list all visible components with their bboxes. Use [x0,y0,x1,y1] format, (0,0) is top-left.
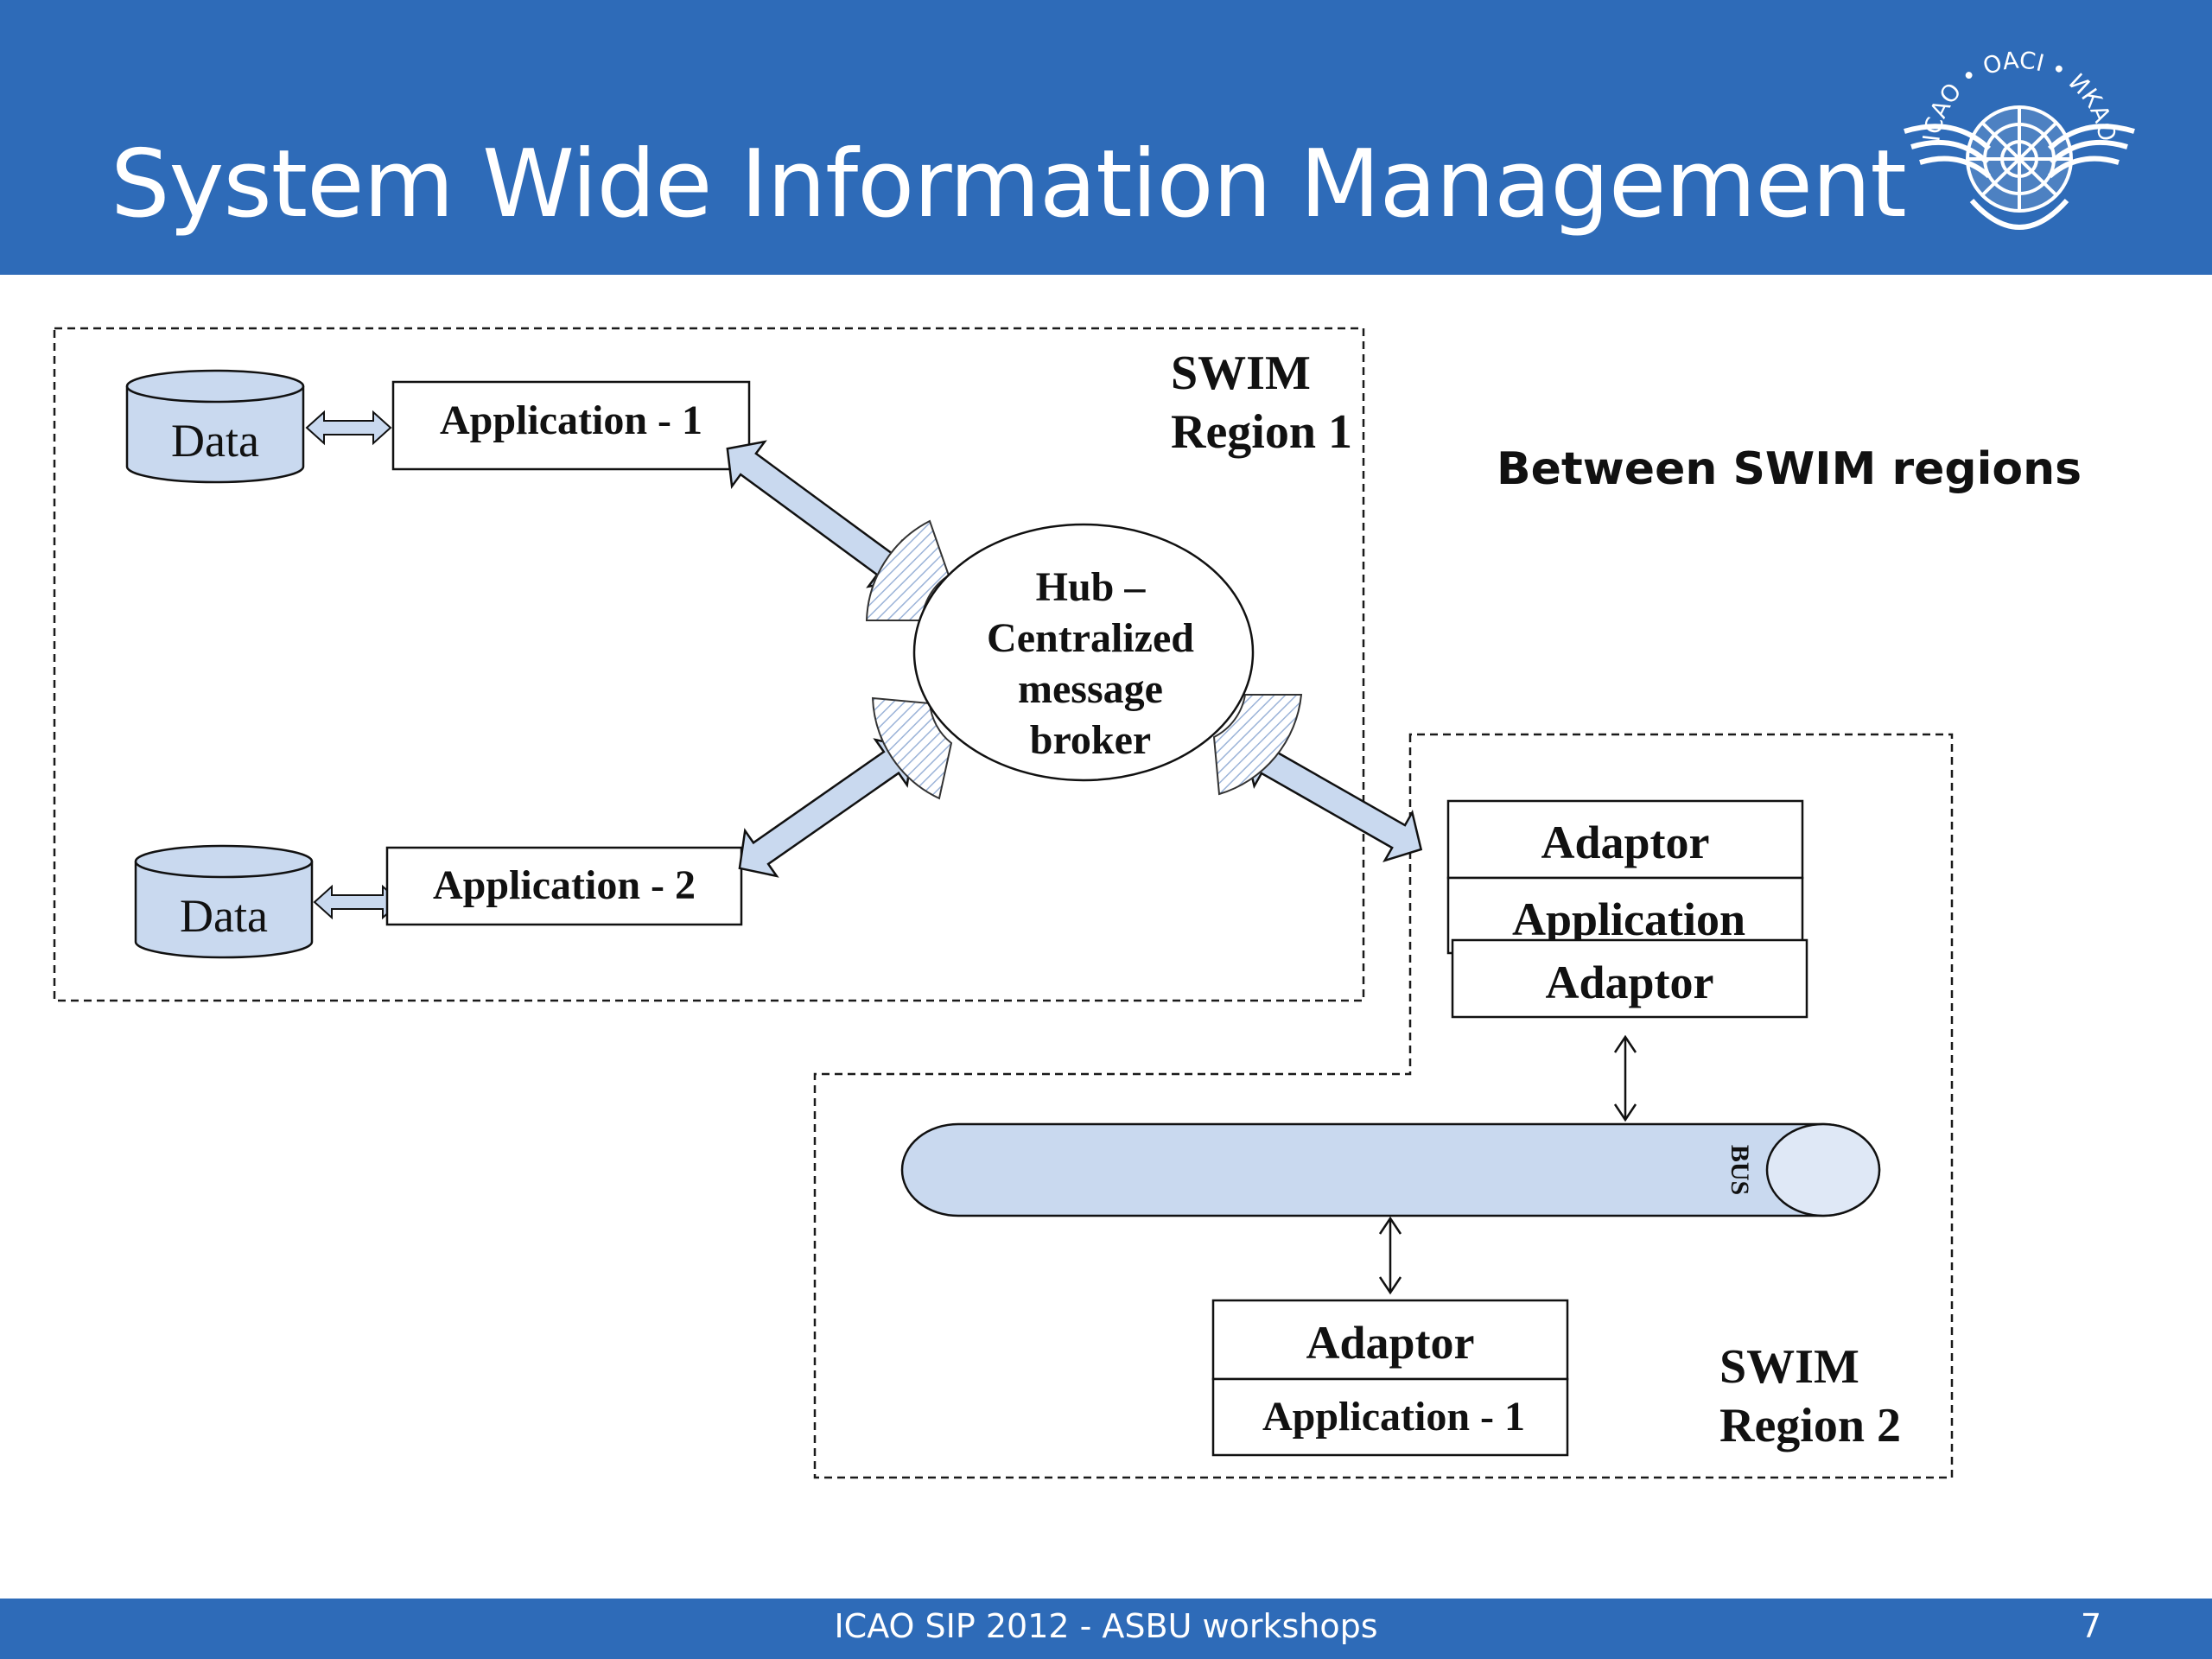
hub-connector-lower-left [871,696,953,800]
data-store-2: Data [134,844,314,959]
svg-text:Data: Data [171,415,259,467]
globe-icon [1966,105,2073,213]
region-2-label: SWIM Region 2 [1719,1340,1901,1452]
svg-text:Data: Data [180,890,268,942]
logo-wings [1904,124,2135,179]
svg-text:Hub –: Hub – [1036,564,1147,610]
svg-text:Application - 2: Application - 2 [433,862,696,908]
icao-logo: ICAO • OACI • ИКАО [1904,48,2135,230]
swim-diagram: SWIM Region 1 Between SWIM regions SWIM … [53,327,2082,1479]
hub-broker: Hub – Centralized message broker [912,523,1255,782]
data-store-1: Data [125,369,305,484]
data-app-1-arrow [305,410,392,446]
region-2-bottom-application: Application - 1 [1211,1377,1569,1457]
svg-text:Adaptor: Adaptor [1545,957,1713,1008]
footer-text: ICAO SIP 2012 - ASBU workshops [834,1607,1378,1645]
hub-connector-upper-left [865,519,950,621]
region-2-bottom-adaptor: Adaptor [1211,1299,1569,1381]
svg-text:Application - 1: Application - 1 [1262,1394,1525,1440]
region-1-boundary [53,327,1365,1002]
application-1-box: Application - 1 [391,380,751,471]
adaptor-bus-arrow [1613,1034,1637,1122]
svg-text:Application: Application [1512,893,1745,945]
hub-connector-right [1212,694,1303,796]
bus-label: BUS [1726,1145,1754,1195]
laurel-icon [1969,199,2069,230]
application-2-box: Application - 2 [385,846,743,926]
slide-footer: ICAO SIP 2012 - ASBU workshops 7 [0,1599,2212,1659]
region-2-adaptor-top: Adaptor [1446,799,1804,880]
bus: BUS [900,1122,1881,1217]
svg-text:Adaptor: Adaptor [1541,817,1709,868]
slide-header: System Wide Information Management ICAO … [0,0,2212,275]
svg-text:Application - 1: Application - 1 [440,397,702,443]
region-2-adaptor-bottom: Adaptor [1451,938,1808,1019]
svg-text:Adaptor: Adaptor [1306,1317,1474,1369]
svg-text:message: message [1018,666,1163,712]
svg-text:broker: broker [1030,717,1151,763]
region-2-boundary [813,733,1954,1479]
region-1-label: SWIM Region 1 [1171,346,1352,459]
svg-text:Centralized: Centralized [987,615,1194,661]
bus-adaptor-arrow [1378,1216,1402,1295]
between-regions-label: Between SWIM regions [1497,443,2082,495]
slide-title: System Wide Information Management [111,130,1907,238]
page-number: 7 [2080,1607,2101,1645]
